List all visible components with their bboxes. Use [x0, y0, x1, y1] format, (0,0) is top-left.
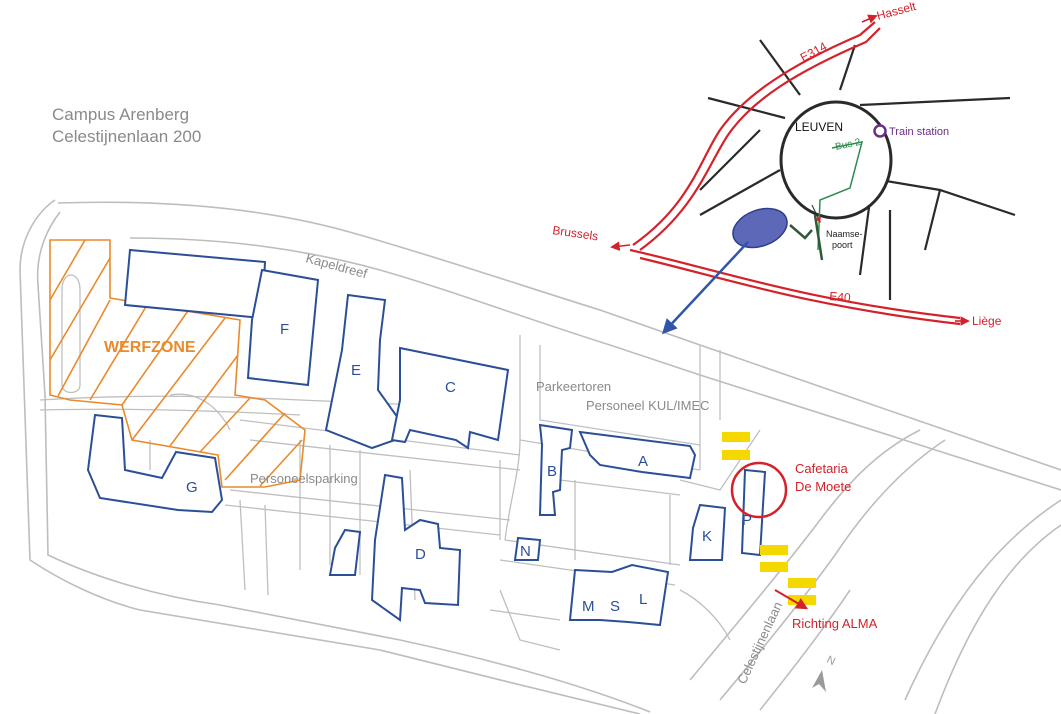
- inset-hasselt-label: Hasselt: [875, 0, 918, 23]
- inset-city-label: LEUVEN: [795, 120, 843, 134]
- label-building-k: K: [702, 528, 712, 545]
- campus-location-marker: [732, 207, 788, 249]
- cafetaria-label-2: De Moete: [795, 479, 851, 494]
- campus-title: Campus Arenberg: [52, 105, 189, 124]
- label-building-e: E: [351, 362, 361, 379]
- building-k: [688, 503, 727, 561]
- building-top-block: [123, 248, 267, 320]
- cafetaria-marker: [730, 461, 788, 519]
- inset-brussels-label: Brussels: [552, 223, 600, 243]
- label-building-s: S: [610, 598, 620, 615]
- inset-naamse-1: Naamse-: [826, 229, 863, 239]
- label-building-a: A: [638, 453, 648, 470]
- parking-markers: [722, 432, 816, 605]
- building-d-annex: [328, 528, 362, 576]
- label-building-n: N: [520, 543, 531, 560]
- inset-naamse-2: poort: [832, 240, 853, 250]
- werfzone-label: WERFZONE: [104, 339, 196, 356]
- inset-train-label: Train station: [889, 126, 949, 138]
- campus-pointer-arrow: [661, 241, 749, 335]
- area-parkeertoren: Parkeertoren: [536, 379, 611, 394]
- cafetaria-label-1: Cafetaria: [795, 461, 849, 476]
- building-f: [246, 268, 320, 387]
- inset-liege-label: Liège: [972, 314, 1002, 328]
- building-e: [324, 293, 400, 450]
- north-label: N: [825, 654, 837, 668]
- area-personeel: Personeel KUL/IMEC: [586, 398, 710, 413]
- inset-e40-label: E40: [829, 289, 852, 305]
- building-b: [538, 423, 574, 516]
- north-arrow-icon: [812, 670, 826, 692]
- street-celestijnenlaan: Celestijnenlaan: [734, 599, 785, 686]
- building-msl: [568, 563, 670, 627]
- label-building-f: F: [280, 321, 289, 338]
- building-g: [86, 413, 224, 514]
- train-station-icon: [873, 124, 887, 138]
- leuven-inset-map: [610, 14, 1016, 335]
- area-personeelsparking: Personeelsparking: [250, 471, 358, 486]
- label-building-b: B: [547, 463, 557, 480]
- campus-buildings: [86, 248, 767, 627]
- label-building-g: G: [186, 479, 198, 496]
- label-building-m: M: [582, 598, 595, 615]
- building-a: [578, 430, 697, 480]
- building-n: [513, 536, 542, 561]
- alma-arrow: [774, 589, 809, 610]
- inset-bus-label: Bus 2: [834, 137, 862, 153]
- campus-address: Celestijnenlaan 200: [52, 127, 201, 146]
- richting-alma-label: Richting ALMA: [792, 616, 878, 631]
- building-c: [390, 346, 510, 450]
- street-kapeldreef: Kapeldreef: [304, 250, 369, 281]
- label-building-c: C: [445, 379, 456, 396]
- building-d: [370, 473, 462, 622]
- label-building-p: P: [742, 512, 752, 529]
- label-building-d: D: [415, 546, 426, 563]
- label-building-l: L: [639, 591, 647, 608]
